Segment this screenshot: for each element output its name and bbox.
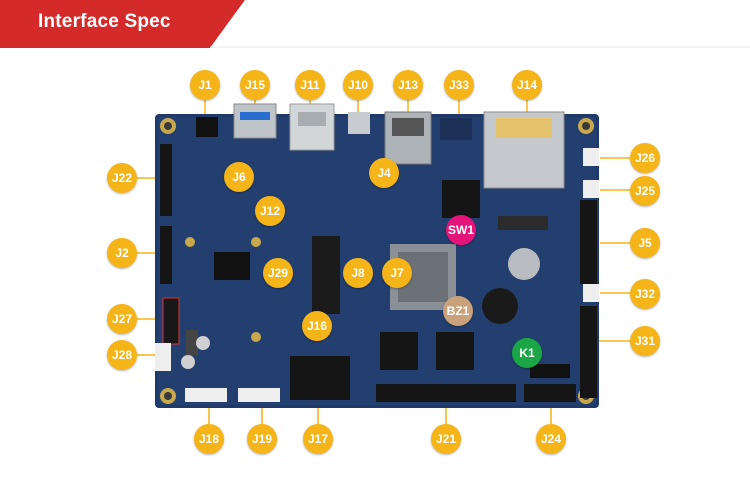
label-j22: J22 [107,163,137,193]
label-j1: J1 [190,70,220,100]
label-j6: J6 [224,162,254,192]
page-title: Interface Spec [38,11,171,32]
label-j21: J21 [431,424,461,454]
label-j28: J28 [107,340,137,370]
label-j26: J26 [630,143,660,173]
label-sw1: SW1 [446,215,476,245]
header-banner: Interface Spec [0,0,750,48]
label-j5: J5 [630,228,660,258]
label-j7: J7 [382,258,412,288]
label-j8: J8 [343,258,373,288]
label-j2: J2 [107,238,137,268]
header-bar-shape [0,0,750,48]
label-j29: J29 [263,258,293,288]
label-j27: J27 [107,304,137,334]
label-j17: J17 [303,424,333,454]
label-j18: J18 [194,424,224,454]
label-j31: J31 [630,326,660,356]
label-j4: J4 [369,158,399,188]
label-j25: J25 [630,176,660,206]
label-j12: J12 [255,196,285,226]
label-j32: J32 [630,279,660,309]
label-j14: J14 [512,70,542,100]
label-j10: J10 [343,70,373,100]
label-j11: J11 [295,70,325,100]
label-j33: J33 [444,70,474,100]
label-j24: J24 [536,424,566,454]
label-j16: J16 [302,311,332,341]
label-j15: J15 [240,70,270,100]
label-j13: J13 [393,70,423,100]
label-k1: K1 [512,338,542,368]
label-j19: J19 [247,424,277,454]
label-bz1: BZ1 [443,296,473,326]
